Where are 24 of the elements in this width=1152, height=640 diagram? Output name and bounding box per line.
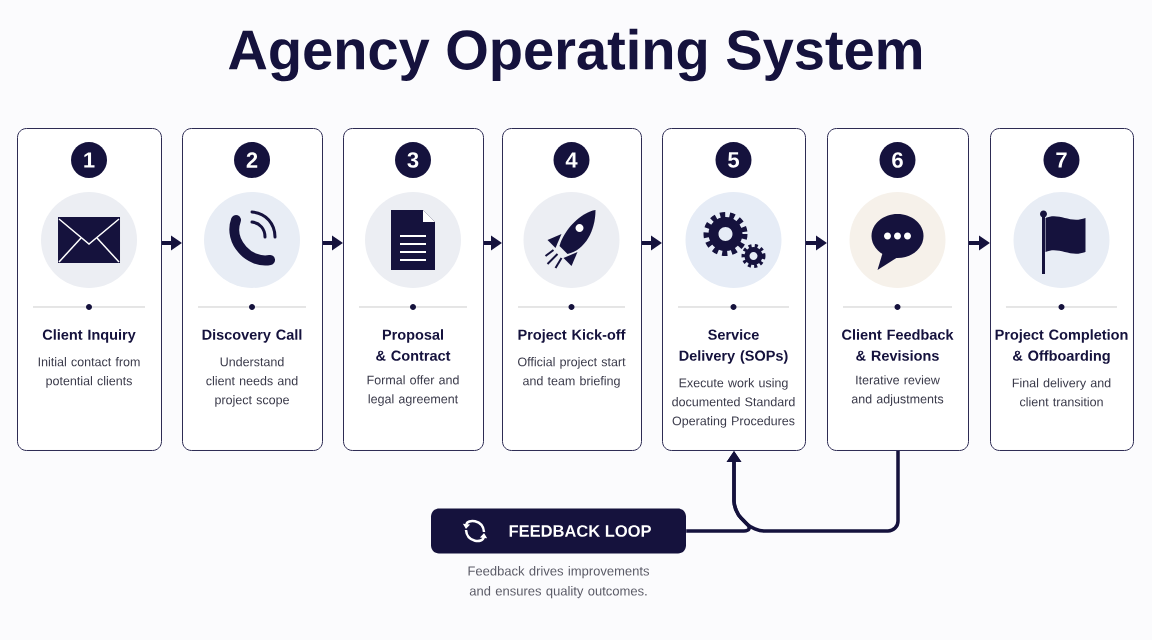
step-title: Project Kick-off: [518, 329, 626, 343]
step-description: Execute work using documented Standard Operating Procedures: [672, 378, 795, 428]
step-description: Official project start and team briefing: [518, 357, 626, 388]
number-badge: 7: [1043, 142, 1080, 178]
number-badge: 4: [553, 142, 590, 178]
step-title: Discovery Call: [202, 329, 302, 343]
node-label: Feedback drives improvements and ensures quality outcomes.: [468, 566, 650, 599]
step-description: Understand client needs and project scope: [206, 357, 298, 407]
number-badge: 3: [395, 142, 431, 178]
step-description: Iterative review and adjustments: [851, 375, 944, 406]
step-description: Formal offer and legal agreement: [367, 375, 459, 406]
number-badge: 1: [71, 142, 107, 178]
step-description: Initial contact from potential clients: [38, 357, 140, 388]
step-description: Final delivery and client transition: [1012, 378, 1111, 407]
number-badge: 2: [234, 142, 270, 178]
title: Agency Operating System: [228, 28, 921, 82]
feedback-loop-box: FEEDBACK LOOP: [431, 508, 686, 554]
number-badge: 6: [879, 142, 916, 178]
step-title: Proposal & Contract: [376, 329, 451, 361]
step-title: Service Delivery (SOPs): [679, 329, 788, 364]
number-badge: 5: [715, 142, 752, 178]
step-title: Client Feedback & Revisions: [842, 329, 954, 361]
step-title: Project Completion & Offboarding: [995, 329, 1128, 364]
step-title: Client Inquiry: [42, 329, 136, 343]
